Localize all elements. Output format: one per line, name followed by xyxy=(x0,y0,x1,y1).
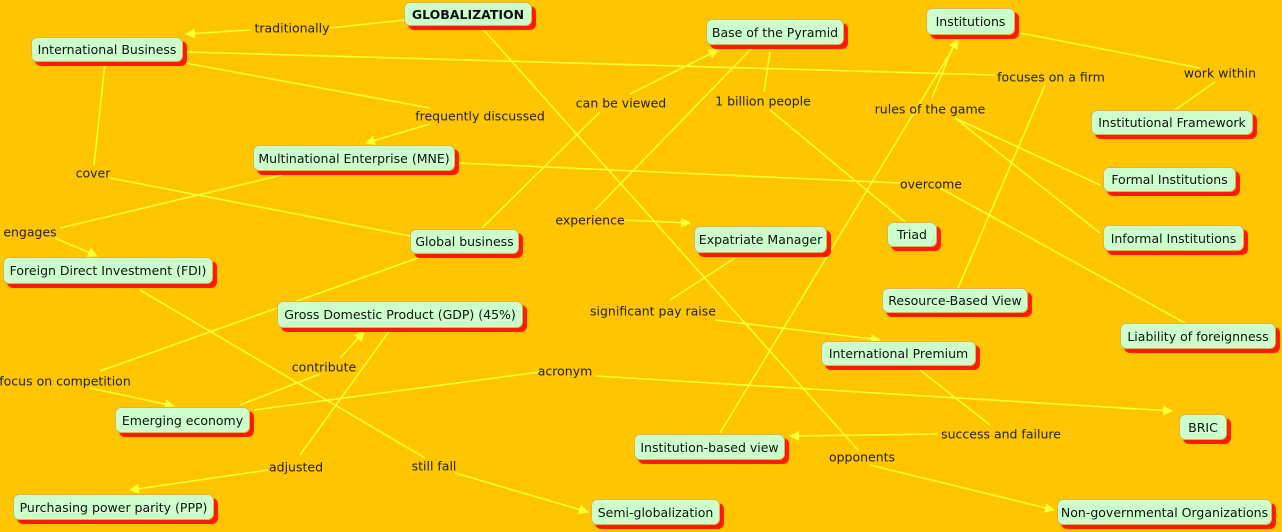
link-line xyxy=(339,331,365,359)
link-line xyxy=(954,117,1101,234)
node-semi-globalization[interactable]: Semi-globalization xyxy=(591,499,720,525)
link-line xyxy=(239,373,321,406)
link-line xyxy=(54,237,98,258)
node-emerging-economy[interactable]: Emerging economy xyxy=(115,407,250,433)
node-multinational-enterprise[interactable]: Multinational Enterprise (MNE) xyxy=(253,145,455,171)
node-ppp[interactable]: Purchasing power parity (PPP) xyxy=(13,494,214,520)
link-line xyxy=(129,469,269,494)
link-label-still-fall: still fall xyxy=(411,458,457,474)
link-line xyxy=(93,62,106,166)
link-line xyxy=(59,174,283,229)
link-line xyxy=(869,464,1055,513)
link-line xyxy=(954,117,1101,186)
node-expatriate-manager[interactable]: Expatriate Manager xyxy=(694,226,827,253)
node-resource-based-view[interactable]: Resource-Based View xyxy=(882,288,1028,313)
link-label-adjusted: adjusted xyxy=(268,459,324,475)
link-line xyxy=(185,28,251,39)
link-line xyxy=(329,19,406,29)
node-bric[interactable]: BRIC xyxy=(1179,414,1227,440)
link-label-work-within: work within xyxy=(1183,65,1257,81)
node-institutional-framework[interactable]: Institutional Framework xyxy=(1091,110,1253,135)
link-line xyxy=(184,62,431,109)
node-globalization[interactable]: GLOBALIZATION xyxy=(404,2,532,26)
link-line xyxy=(763,51,771,93)
node-global-business[interactable]: Global business xyxy=(410,229,519,254)
link-label-overcome: overcome xyxy=(900,176,962,192)
link-label-opponents: opponents xyxy=(828,449,896,465)
link-line xyxy=(939,187,1186,324)
link-line xyxy=(719,39,959,434)
node-gdp[interactable]: Gross Domestic Product (GDP) (45%) xyxy=(277,301,523,328)
link-line xyxy=(669,257,736,301)
link-label-one-billion-people: 1 billion people xyxy=(715,93,811,109)
link-line xyxy=(365,123,431,146)
link-label-experience: experience xyxy=(555,212,625,228)
link-line xyxy=(621,217,691,228)
node-international-business[interactable]: International Business xyxy=(31,37,183,62)
link-line xyxy=(139,289,426,459)
link-line xyxy=(629,49,719,95)
link-line xyxy=(594,47,753,211)
link-label-significant-pay-raise: significant pay raise xyxy=(590,303,716,319)
node-international-premium[interactable]: International Premium xyxy=(821,341,976,366)
link-line xyxy=(299,329,391,456)
link-line xyxy=(184,51,996,76)
link-line xyxy=(714,319,881,344)
link-label-success-and-failure: success and failure xyxy=(941,426,1061,442)
link-line xyxy=(253,371,541,411)
link-line xyxy=(109,177,411,237)
link-line xyxy=(769,109,906,223)
link-line xyxy=(481,111,601,229)
node-foreign-direct-investment[interactable]: Foreign Direct Investment (FDI) xyxy=(3,257,213,284)
link-line xyxy=(99,257,419,372)
link-label-focus-on-competition: focus on competition xyxy=(0,373,131,389)
link-label-focuses-on-a-firm: focuses on a firm xyxy=(997,69,1105,85)
node-liability-of-foreignness[interactable]: Liability of foreignness xyxy=(1120,323,1276,349)
link-label-engages: engages xyxy=(3,224,57,240)
link-line xyxy=(454,472,589,515)
link-line xyxy=(957,84,1046,289)
node-ngo[interactable]: Non-governmental Organizations xyxy=(1057,499,1272,525)
link-label-frequently-discussed: frequently discussed xyxy=(415,108,545,124)
node-triad[interactable]: Triad xyxy=(887,222,937,247)
link-label-acronym: acronym xyxy=(537,363,593,379)
link-label-traditionally: traditionally xyxy=(254,20,330,36)
link-line xyxy=(1174,81,1216,111)
link-line xyxy=(1019,32,1201,69)
link-line xyxy=(457,162,901,184)
node-informal-institutions[interactable]: Informal Institutions xyxy=(1103,225,1244,251)
node-base-of-the-pyramid[interactable]: Base of the Pyramid xyxy=(706,19,844,45)
node-formal-institutions[interactable]: Formal Institutions xyxy=(1103,167,1236,192)
node-institutions[interactable]: Institutions xyxy=(926,8,1015,35)
link-line xyxy=(481,27,859,451)
link-line xyxy=(89,387,175,410)
link-line xyxy=(789,430,939,441)
link-label-cover: cover xyxy=(75,165,111,181)
link-label-rules-of-the-game: rules of the game xyxy=(874,101,986,117)
link-line xyxy=(931,41,956,99)
link-line xyxy=(595,375,1173,416)
link-label-can-be-viewed: can be viewed xyxy=(575,95,667,111)
node-institution-based-view[interactable]: Institution-based view xyxy=(634,434,785,460)
link-label-contribute: contribute xyxy=(291,359,357,375)
